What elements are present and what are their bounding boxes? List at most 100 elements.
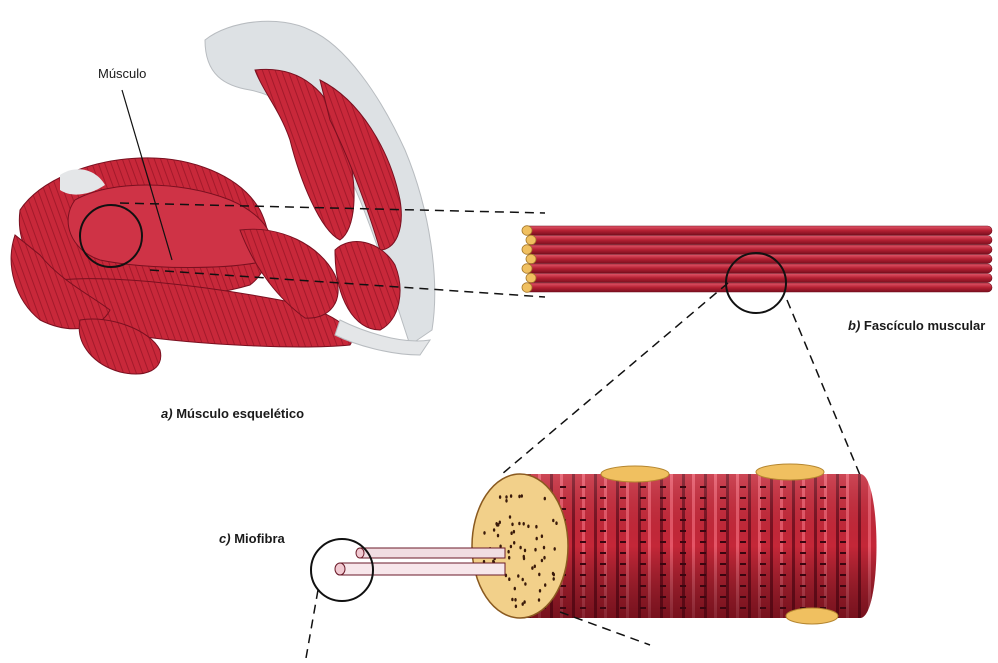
striation-mark (800, 596, 806, 598)
fascicle-strand-end (522, 226, 532, 236)
striation-mark (580, 519, 586, 521)
striation-mark (720, 519, 726, 521)
striation-mark (760, 552, 766, 554)
myofibril-end-dot (511, 598, 513, 602)
striation-mark (720, 585, 726, 587)
myofibril-end-dot (538, 573, 540, 577)
myofibril-end-dot (513, 541, 515, 545)
striation-mark (800, 530, 806, 532)
connector-b-to-c (502, 283, 860, 475)
myofibril-end-dot (515, 605, 517, 609)
striation-mark (760, 486, 766, 488)
striation-mark (680, 508, 686, 510)
striation-mark (820, 486, 826, 488)
striation-mark (620, 508, 626, 510)
striation-mark (800, 574, 806, 576)
striation-mark (600, 596, 606, 598)
striation-mark (820, 596, 826, 598)
striation-mark (760, 497, 766, 499)
striation-mark (640, 519, 646, 521)
label-b-letter: b) (848, 318, 860, 333)
striation-mark (740, 519, 746, 521)
myofibril-end-dot (521, 494, 523, 498)
striation-mark (760, 508, 766, 510)
striation-mark (580, 530, 586, 532)
striation-mark (640, 508, 646, 510)
myofibril-end-dot (553, 577, 555, 581)
fascicle-strand-end (522, 245, 532, 255)
striation-mark (740, 563, 746, 565)
striation-mark (660, 519, 666, 521)
myofibril-end-dot (544, 497, 546, 501)
fat-deposit-1 (601, 466, 669, 482)
striation-mark (780, 497, 786, 499)
striation-mark (640, 585, 646, 587)
myofibril-end-dot (523, 555, 525, 559)
striation-mark (720, 574, 726, 576)
striation-mark (660, 574, 666, 576)
striation-mark (780, 596, 786, 598)
striation-mark (760, 574, 766, 576)
striation-mark (700, 530, 706, 532)
myofibril-end-dot (510, 494, 512, 498)
myofibril-end-dot (493, 528, 495, 532)
myofibril-end-dot (539, 589, 541, 593)
striation-mark (700, 486, 706, 488)
myofibril-end-dot (518, 495, 520, 499)
striation-mark (700, 552, 706, 554)
striation-mark (660, 607, 666, 609)
myofibril-end-dot (534, 565, 536, 569)
striation-mark (640, 541, 646, 543)
myofibril-end-dot (497, 534, 499, 538)
striation-mark (680, 552, 686, 554)
striation-mark (720, 563, 726, 565)
striation-mark (740, 508, 746, 510)
fascicle-strand-end (522, 283, 532, 293)
striation-mark (640, 530, 646, 532)
label-c-letter: c) (219, 531, 231, 546)
myofibril-end-dot (514, 598, 516, 602)
striation-mark (800, 519, 806, 521)
myofibril-end-dot (499, 495, 501, 499)
striation-mark (620, 530, 626, 532)
striation-mark (600, 530, 606, 532)
striation-mark (620, 486, 626, 488)
striation-mark (620, 585, 626, 587)
striation-mark (720, 497, 726, 499)
striation-mark (660, 541, 666, 543)
striation-mark (680, 519, 686, 521)
striation-mark (800, 552, 806, 554)
striation-mark (580, 574, 586, 576)
myofibril-end-dot (535, 525, 537, 529)
striation-mark (640, 574, 646, 576)
myofibril-end-dot (508, 577, 510, 581)
striation-mark (680, 563, 686, 565)
myofibril-end-dot (527, 525, 529, 529)
striation-mark (600, 574, 606, 576)
striation-mark (660, 497, 666, 499)
striation-mark (720, 607, 726, 609)
striation-mark (680, 530, 686, 532)
striation-mark (700, 574, 706, 576)
striation-mark (660, 563, 666, 565)
striation-mark (840, 596, 846, 598)
striation-mark (600, 563, 606, 565)
striation-mark (800, 497, 806, 499)
fascicle-illustration (522, 226, 992, 293)
fascicle-strand (525, 264, 992, 273)
myofibril-end-dot (499, 521, 501, 525)
fascicle-strand-end (522, 264, 532, 274)
striation-mark (600, 607, 606, 609)
striation-mark (700, 541, 706, 543)
fat-deposit-3 (786, 608, 838, 624)
striation-mark (740, 552, 746, 554)
striation-mark (820, 508, 826, 510)
striation-mark (720, 486, 726, 488)
striation-mark (840, 497, 846, 499)
striation-mark (760, 585, 766, 587)
myofibril-end-dot (510, 531, 512, 535)
myofibril-end-dot (541, 559, 543, 563)
striation-mark (700, 508, 706, 510)
striation-mark (620, 574, 626, 576)
